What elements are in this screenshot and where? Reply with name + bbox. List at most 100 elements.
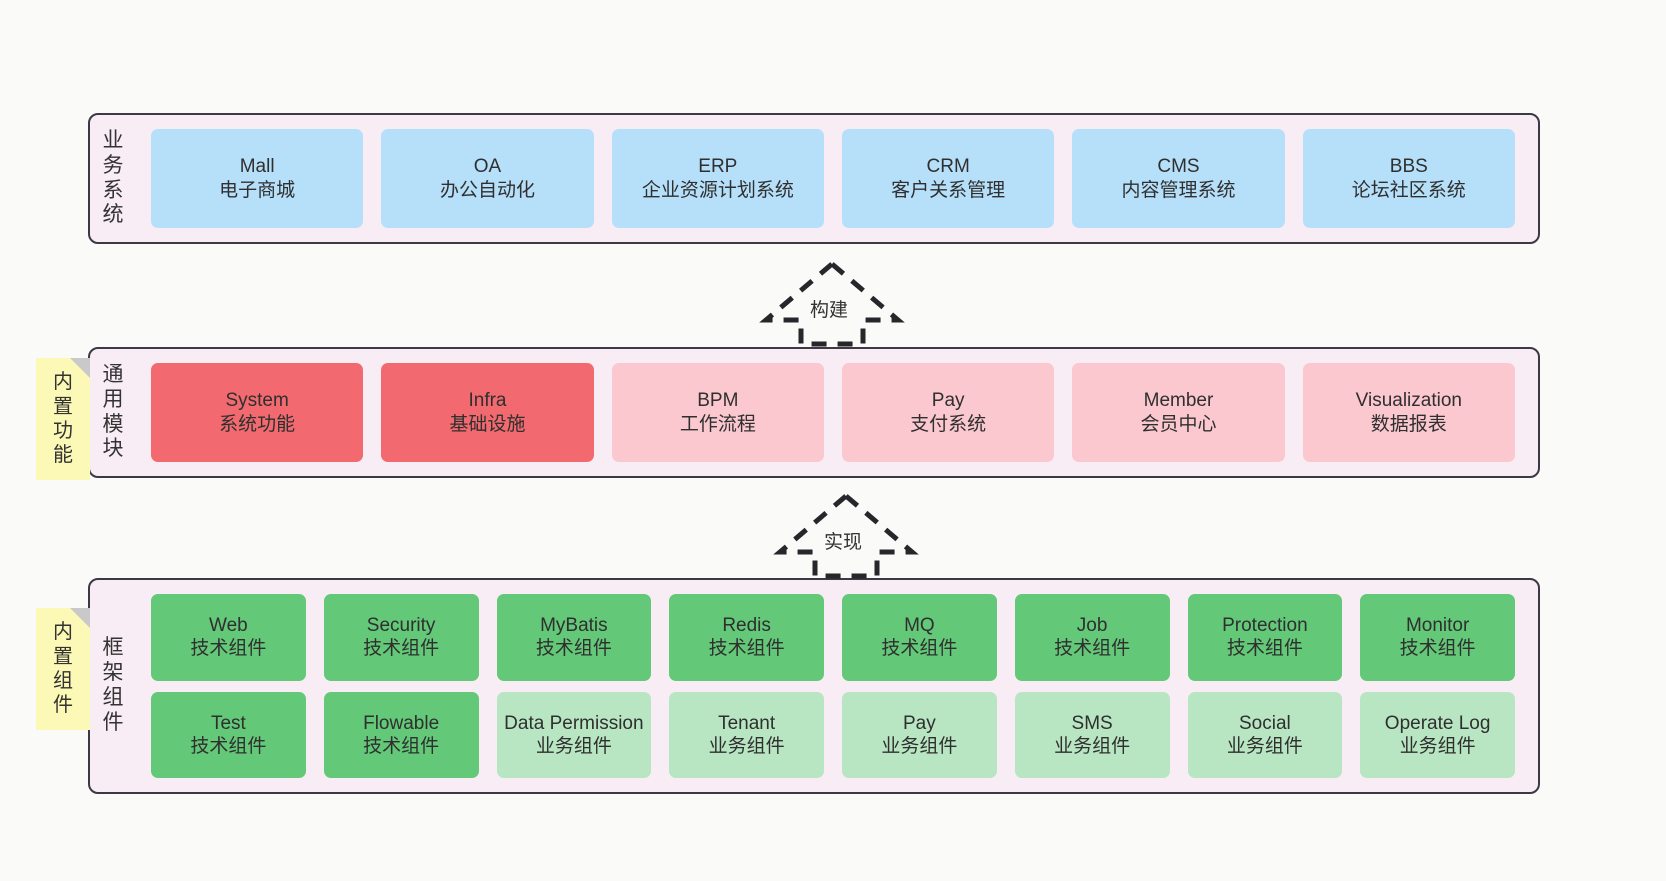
card-monitor[interactable]: Monitor 技术组件	[1360, 594, 1515, 681]
card-tenant[interactable]: Tenant 业务组件	[669, 691, 824, 778]
card-pay[interactable]: Pay 支付系统	[841, 363, 1055, 462]
card-subtitle: 技术组件	[1226, 638, 1303, 660]
card-subtitle: 技术组件	[190, 638, 267, 660]
card-title: MQ	[904, 615, 935, 637]
card-job[interactable]: Job 技术组件	[1014, 594, 1170, 681]
card-system[interactable]: System 系统功能	[151, 363, 364, 462]
title-char: 系	[102, 178, 124, 202]
connector-implement-arrow	[771, 490, 921, 580]
card-subtitle: 客户关系管理	[891, 179, 1006, 201]
framework-components-title: 框 架 组 件	[90, 580, 136, 792]
card-title: Visualization	[1355, 390, 1462, 412]
card-sms[interactable]: SMS 业务组件	[1014, 691, 1170, 778]
sticky-char: 功	[53, 420, 73, 442]
card-subtitle: 技术组件	[1054, 638, 1131, 660]
card-title: Data Permission	[504, 712, 644, 734]
card-title: Test	[210, 712, 246, 734]
common-modules-panel: 通 用 模 块 System 系统功能 Infra 基础设施 BPM 工作流程 …	[88, 347, 1540, 478]
card-cms[interactable]: CMS 内容管理系统	[1072, 129, 1285, 228]
card-subtitle: 技术组件	[1399, 638, 1476, 660]
card-erp[interactable]: ERP 企业资源计划系统	[611, 129, 824, 228]
card-oa[interactable]: OA 办公自动化	[381, 129, 594, 228]
card-subtitle: 会员中心	[1140, 413, 1217, 435]
common-modules-cards: System 系统功能 Infra 基础设施 BPM 工作流程 Pay 支付系统…	[136, 349, 1538, 476]
sticky-char: 件	[53, 694, 73, 717]
card-subtitle: 技术组件	[708, 638, 785, 660]
card-title: ERP	[698, 156, 738, 178]
card-title: System	[225, 390, 289, 412]
card-subtitle: 业务组件	[708, 735, 785, 757]
sticky-char: 内	[53, 371, 73, 394]
card-mybatis[interactable]: MyBatis 技术组件	[496, 594, 652, 681]
card-title: Monitor	[1405, 615, 1470, 637]
title-char: 块	[102, 437, 124, 461]
framework-components-grid: Web 技术组件 Security 技术组件 MyBatis 技术组件 Redi…	[136, 580, 1538, 792]
card-visualization[interactable]: Visualization 数据报表	[1302, 363, 1515, 462]
business-systems-title: 业 务 系 统	[90, 115, 136, 242]
card-title: Infra	[468, 390, 507, 412]
card-title: Pay	[931, 390, 965, 412]
connector-build-arrow	[757, 258, 907, 348]
card-data-permission[interactable]: Data Permission 业务组件	[496, 691, 652, 778]
card-subtitle: 论坛社区系统	[1351, 179, 1466, 201]
card-subtitle: 支付系统	[910, 413, 987, 435]
title-char: 件	[102, 710, 124, 734]
card-mq[interactable]: MQ 技术组件	[842, 594, 997, 681]
card-subtitle: 内容管理系统	[1121, 179, 1236, 201]
card-title: Security	[366, 615, 436, 637]
card-test[interactable]: Test 技术组件	[151, 691, 306, 778]
sticky-fold-corner	[70, 358, 90, 378]
card-flowable[interactable]: Flowable 技术组件	[323, 691, 479, 778]
card-pay-business[interactable]: Pay 业务组件	[842, 691, 997, 778]
framework-components-panel: 框 架 组 件 Web 技术组件 Security 技术组件 MyBatis 技…	[88, 578, 1540, 794]
card-subtitle: 业务组件	[535, 735, 612, 757]
sticky-note-builtin-components: 内 置 组 件	[36, 608, 90, 730]
card-subtitle: 企业资源计划系统	[641, 179, 794, 201]
card-title: OA	[473, 156, 502, 178]
title-char: 通	[102, 362, 124, 386]
card-title: SMS	[1071, 712, 1113, 734]
sticky-note-builtin-functions: 内 置 功 能	[36, 358, 90, 480]
framework-row-business: Test 技术组件 Flowable 技术组件 Data Permission …	[142, 691, 1524, 778]
card-redis[interactable]: Redis 技术组件	[669, 594, 824, 681]
card-title: Member	[1143, 390, 1214, 412]
card-subtitle: 业务组件	[1054, 735, 1131, 757]
card-web[interactable]: Web 技术组件	[151, 594, 306, 681]
card-bbs[interactable]: BBS 论坛社区系统	[1302, 129, 1515, 228]
card-mall[interactable]: Mall 电子商城	[151, 129, 364, 228]
card-title: Flowable	[363, 712, 440, 734]
card-title: Redis	[722, 615, 771, 637]
card-bpm[interactable]: BPM 工作流程	[611, 363, 824, 462]
card-subtitle: 技术组件	[881, 638, 958, 660]
card-subtitle: 技术组件	[535, 638, 612, 660]
sticky-char: 置	[53, 645, 73, 668]
card-title: MyBatis	[540, 615, 608, 637]
card-title: Tenant	[718, 712, 776, 734]
card-subtitle: 技术组件	[363, 638, 440, 660]
title-char: 框	[102, 636, 124, 660]
card-subtitle: 系统功能	[219, 413, 296, 435]
card-crm[interactable]: CRM 客户关系管理	[841, 129, 1055, 228]
card-title: Mall	[239, 156, 275, 178]
card-subtitle: 电子商城	[219, 179, 296, 201]
card-title: Pay	[903, 712, 936, 734]
card-protection[interactable]: Protection 技术组件	[1187, 594, 1343, 681]
card-social[interactable]: Social 业务组件	[1187, 691, 1343, 778]
card-security[interactable]: Security 技术组件	[323, 594, 479, 681]
card-infra[interactable]: Infra 基础设施	[381, 363, 594, 462]
title-char: 架	[102, 661, 124, 685]
common-modules-title: 通 用 模 块	[90, 349, 136, 476]
sticky-char: 内	[53, 621, 73, 644]
card-title: Web	[209, 615, 248, 637]
business-systems-cards: Mall 电子商城 OA 办公自动化 ERP 企业资源计划系统 CRM 客户关系…	[136, 115, 1538, 242]
business-systems-panel: 业 务 系 统 Mall 电子商城 OA 办公自动化 ERP 企业资源计划系统 …	[88, 113, 1540, 244]
card-operate-log[interactable]: Operate Log 业务组件	[1360, 691, 1515, 778]
title-char: 模	[102, 412, 124, 436]
sticky-fold-corner	[70, 608, 90, 628]
card-subtitle: 数据报表	[1370, 413, 1447, 435]
card-title: CRM	[926, 156, 970, 178]
card-member[interactable]: Member 会员中心	[1072, 363, 1285, 462]
framework-row-technical: Web 技术组件 Security 技术组件 MyBatis 技术组件 Redi…	[142, 594, 1524, 681]
title-char: 用	[102, 387, 124, 411]
card-title: BPM	[697, 390, 739, 412]
